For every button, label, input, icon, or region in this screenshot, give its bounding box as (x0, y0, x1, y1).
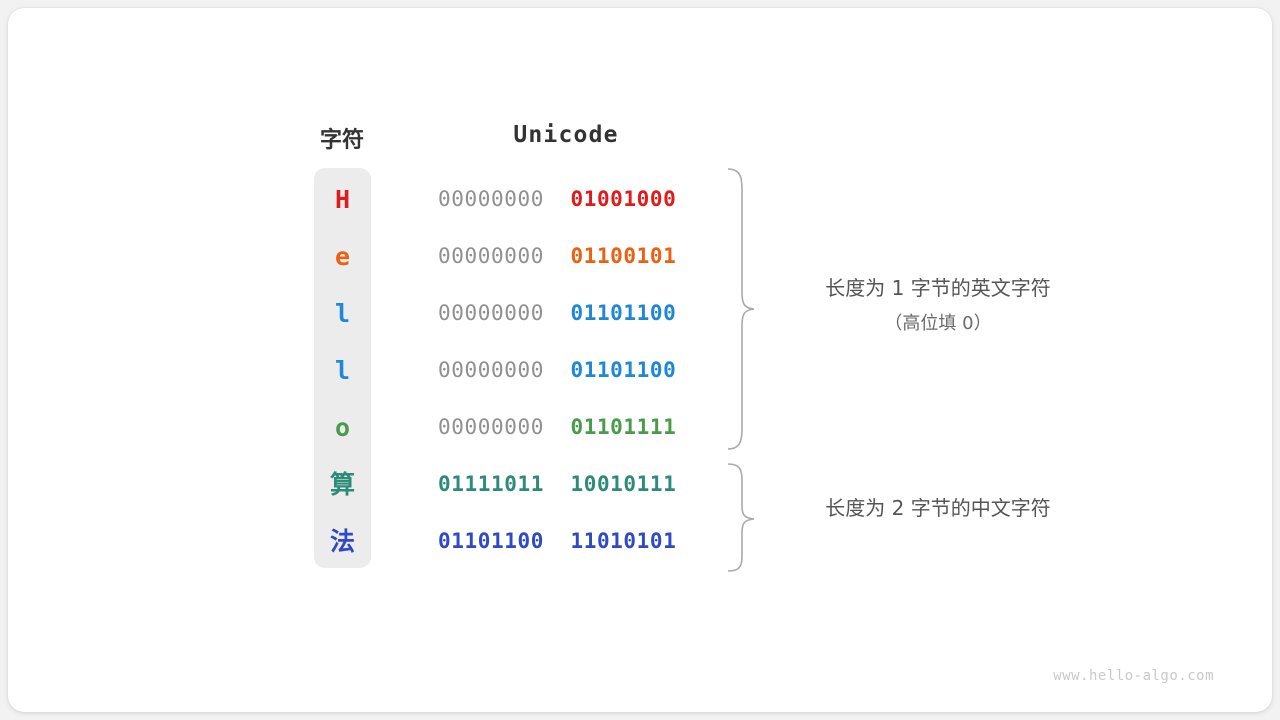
character-glyph: l (334, 299, 351, 328)
byte-separator (544, 301, 571, 325)
unicode-binary-row: 00000000 01101111 (438, 399, 694, 456)
unicode-high-byte: 00000000 (438, 244, 544, 268)
character-glyph: e (334, 242, 351, 271)
unicode-high-byte: 00000000 (438, 301, 544, 325)
unicode-low-byte: 01101100 (570, 301, 677, 325)
brace-svg (727, 168, 755, 572)
byte-separator (544, 529, 571, 553)
unicode-binary-row: 01111011 10010111 (438, 456, 694, 513)
unicode-binary-row: 00000000 01101100 (438, 342, 694, 399)
annotation-english-bytes: 长度为 1 字节的英文字符 （高位填 0） (776, 270, 1100, 342)
column-header-character: 字符 (319, 127, 364, 152)
unicode-low-byte: 11010101 (570, 529, 677, 553)
character-column-background (314, 168, 371, 568)
unicode-low-byte: 01101100 (570, 358, 677, 382)
brace-english-group (727, 168, 755, 450)
annotation-english-line2: （高位填 0） (884, 313, 992, 334)
unicode-low-byte: 01100101 (570, 244, 677, 268)
unicode-high-byte: 01101100 (438, 529, 544, 553)
unicode-high-byte: 01111011 (438, 472, 544, 496)
character-glyph: o (334, 413, 351, 442)
unicode-binary-row: 00000000 01101100 (438, 285, 694, 342)
character-glyph: 法 (329, 527, 355, 556)
annotation-english-line1: 长度为 1 字节的英文字符 (825, 276, 1051, 300)
annotation-chinese-bytes: 长度为 2 字节的中文字符 (776, 490, 1100, 526)
byte-separator (544, 472, 571, 496)
unicode-binary-row: 00000000 01100101 (438, 228, 694, 285)
unicode-high-byte: 00000000 (438, 415, 544, 439)
byte-separator (544, 187, 571, 211)
byte-separator (544, 415, 571, 439)
unicode-low-byte: 01001000 (570, 187, 677, 211)
unicode-binary-row: 00000000 01001000 (438, 171, 694, 228)
grouping-braces (714, 158, 774, 583)
annotation-chinese-line1: 长度为 2 字节的中文字符 (825, 496, 1051, 520)
unicode-low-byte: 01101111 (570, 415, 677, 439)
column-header-unicode: Unicode (513, 122, 619, 148)
character-glyph: l (334, 356, 351, 385)
byte-separator (544, 244, 571, 268)
brace-chinese-group (727, 463, 755, 572)
character-glyph: 算 (329, 470, 355, 499)
unicode-high-byte: 00000000 (438, 187, 544, 211)
watermark: www.hello-algo.com (1053, 668, 1214, 684)
unicode-high-byte: 00000000 (438, 358, 544, 382)
unicode-low-byte: 10010111 (570, 472, 677, 496)
character-glyph: H (334, 185, 351, 214)
byte-separator (544, 358, 571, 382)
unicode-binary-row: 01101100 11010101 (438, 513, 694, 570)
